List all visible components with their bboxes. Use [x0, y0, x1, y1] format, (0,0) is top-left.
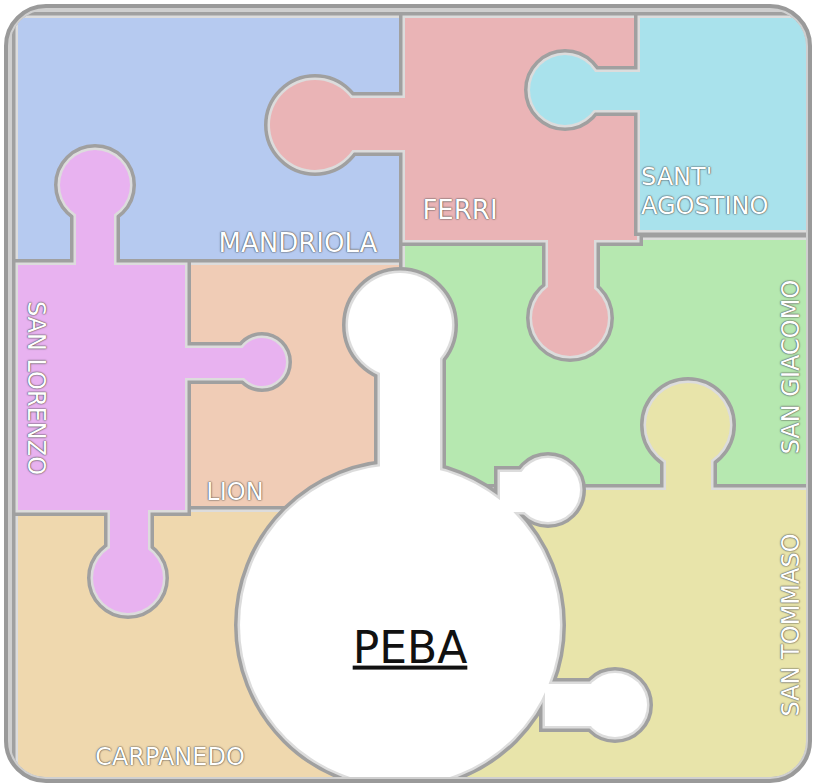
piece-bevel: [450, 490, 806, 777]
district-name: CARPANEDO: [95, 743, 245, 772]
piece-outline: [548, 235, 594, 295]
label-holder: LION: [206, 478, 263, 507]
piece-bevel: [500, 472, 550, 512]
piece-outline: [405, 18, 637, 240]
piece-outline: [76, 190, 114, 270]
piece-outline: [450, 490, 806, 777]
piece-outline: [545, 684, 615, 726]
piece-bevel: [580, 72, 645, 110]
piece-outline: [330, 98, 410, 150]
piece-fill: [500, 472, 550, 512]
district-name: SAN GIACOMO: [777, 280, 806, 455]
piece-outline: [405, 240, 806, 490]
piece-bevel: [405, 18, 637, 240]
piece-fill: [18, 512, 403, 777]
piece-outline: [666, 440, 711, 500]
piece-fill: [640, 18, 806, 230]
piece-fill: [76, 190, 114, 270]
district-name: MANDRIOLA: [219, 228, 378, 259]
label-holder: SAN GIACOMO: [777, 280, 806, 455]
piece-bevel: [380, 330, 440, 480]
label-holder: CARPANEDO: [95, 743, 245, 772]
district-name: SAN TOMMASO: [777, 533, 806, 716]
label-holder: SAN LORENZO: [22, 301, 51, 475]
piece-bevel: [240, 465, 560, 777]
piece-fill: [450, 490, 806, 777]
piece-bevel: [545, 684, 615, 726]
piece-fill: [180, 348, 250, 378]
piece-bevel: [76, 190, 114, 270]
piece-fill: [330, 98, 410, 150]
district-name: SANT' AGOSTINO: [641, 163, 801, 221]
piece-outline: [18, 512, 403, 777]
piece-fill: [666, 440, 711, 500]
piece-bevel: [640, 18, 806, 230]
district-name: SAN LORENZO: [22, 301, 51, 475]
piece-outline: [640, 18, 806, 230]
piece-group: [530, 18, 806, 230]
piece-group: [405, 240, 806, 490]
piece-fill: [548, 235, 594, 295]
piece-bevel: [180, 348, 250, 378]
piece-bevel: [18, 265, 185, 510]
piece-fill: [580, 72, 645, 110]
piece-bevel: [405, 240, 806, 490]
label-holder: PEBA: [353, 622, 468, 675]
piece-fill: [405, 240, 806, 490]
label-holder: MANDRIOLA: [219, 228, 378, 259]
label-holder: SAN TOMMASO: [777, 533, 806, 716]
label-holder: FERRI: [422, 195, 497, 226]
piece-group: [450, 383, 806, 777]
piece-outline: [380, 330, 440, 480]
piece-outline: [580, 72, 645, 110]
piece-fill: [240, 465, 560, 777]
label-holder: SANT' AGOSTINO: [641, 163, 801, 221]
piece-bevel: [330, 98, 410, 150]
piece-fill: [18, 265, 185, 510]
piece-outline: [180, 348, 250, 378]
district-name: PEBA: [353, 622, 468, 675]
piece-outline: [18, 265, 185, 510]
piece-bevel: [666, 440, 711, 500]
piece-outline: [500, 472, 550, 512]
piece-fill: [405, 18, 637, 240]
piece-bevel: [110, 500, 148, 560]
piece-group: [18, 512, 403, 777]
piece-bevel: [548, 235, 594, 295]
piece-bevel: [18, 512, 403, 777]
district-name: FERRI: [422, 195, 497, 226]
piece-fill: [545, 684, 615, 726]
piece-fill: [380, 330, 440, 480]
piece-outline: [110, 500, 148, 560]
piece-outline: [240, 465, 560, 777]
piece-fill: [110, 500, 148, 560]
district-name: LION: [206, 478, 263, 507]
